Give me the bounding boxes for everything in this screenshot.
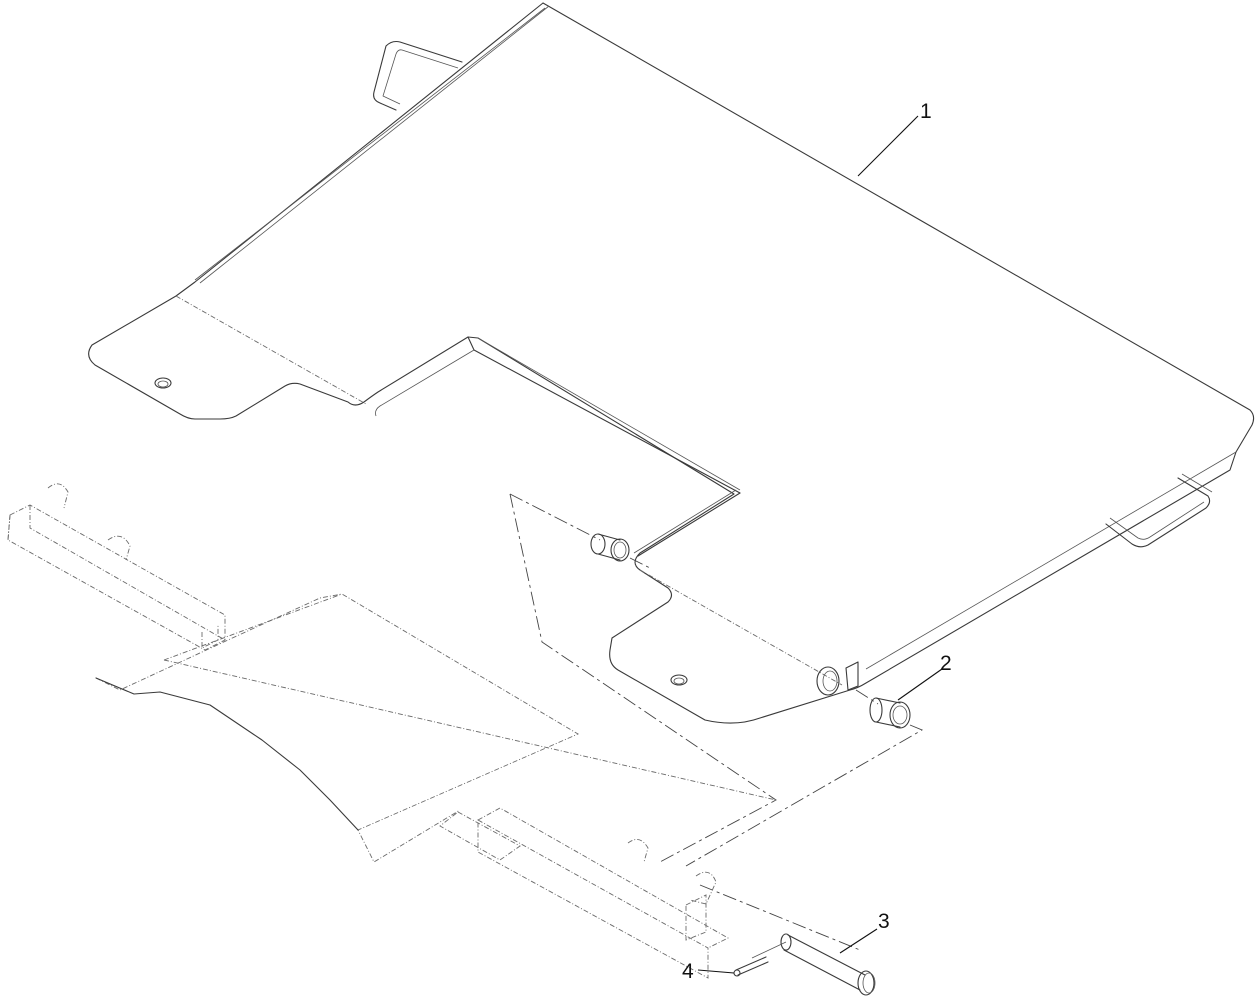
callout-label-1: 1: [920, 100, 932, 123]
bushing-right: [869, 697, 911, 729]
bushing-left: [590, 533, 630, 562]
floor-plate: [88, 2, 1255, 724]
frame-reference: [7, 483, 777, 979]
callout-label-4: 4: [682, 960, 694, 983]
callout-3: 3: [839, 910, 890, 954]
cotter-pin: [733, 956, 769, 977]
callout-label-2: 2: [940, 652, 952, 675]
callout-label-3: 3: [878, 910, 890, 933]
callout-4: 4: [682, 960, 735, 983]
pivot-pin: [751, 933, 876, 996]
assembly-phantom-lines: [509, 493, 924, 951]
callout-2: 2: [897, 652, 952, 701]
callout-1: 1: [857, 100, 932, 177]
